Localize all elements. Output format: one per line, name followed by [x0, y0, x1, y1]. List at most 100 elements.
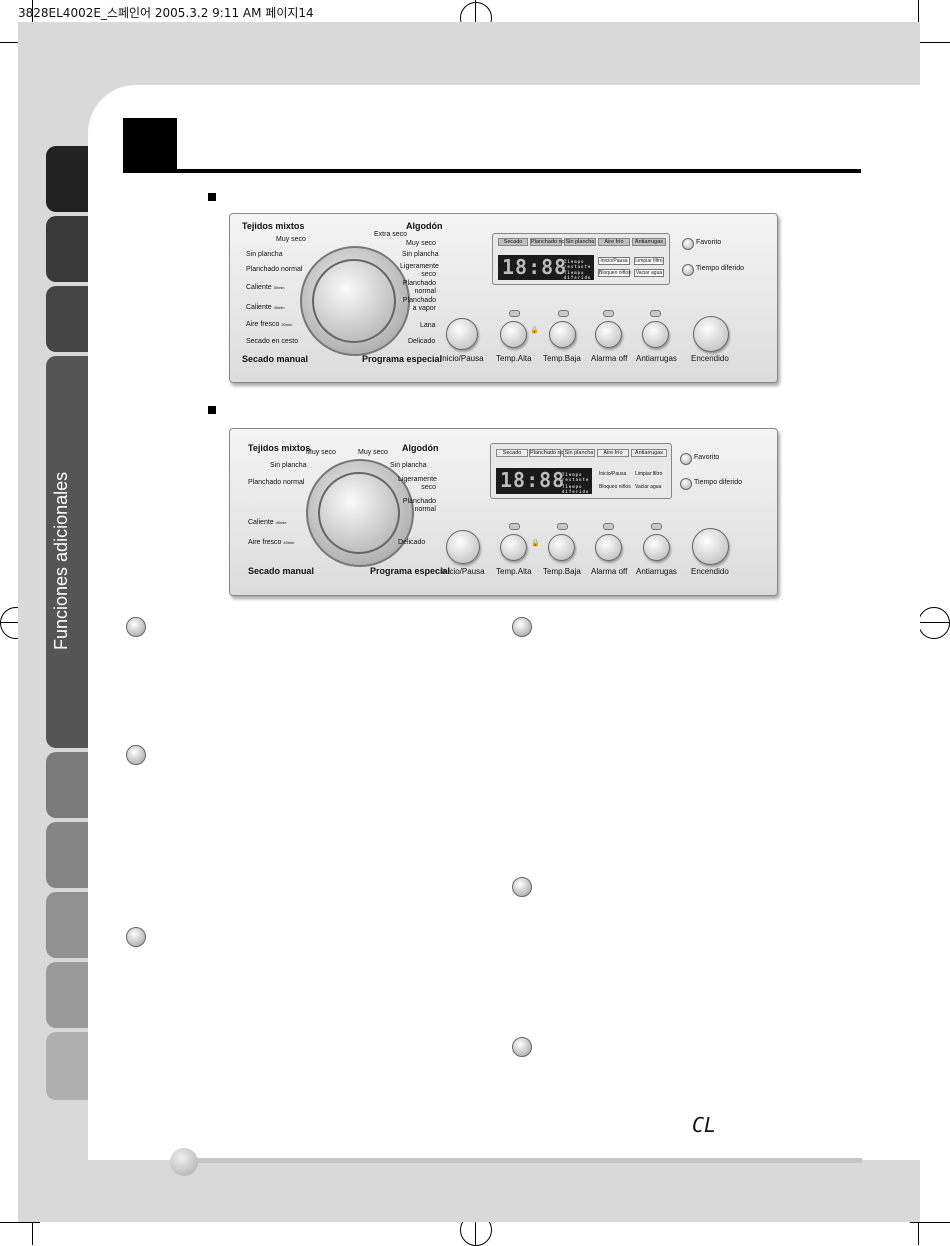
favorito-button[interactable]: [680, 453, 692, 465]
indicator-label: Limpiar filtro: [635, 471, 663, 477]
program-label: Aire fresco 30min: [246, 321, 293, 328]
crop-mark: [918, 0, 919, 40]
program-label: Muy seco: [306, 449, 336, 456]
power-button[interactable]: [693, 316, 729, 352]
chapter-tab-8[interactable]: [46, 962, 88, 1028]
chapter-tab-3[interactable]: [46, 286, 88, 352]
button-label: Temp.Baja: [543, 567, 581, 576]
led-indicator: [509, 523, 520, 530]
program-dial-knob[interactable]: [312, 259, 396, 343]
tiempo-diferido-button[interactable]: [682, 264, 694, 276]
chapter-tab-5[interactable]: [46, 752, 88, 818]
temp-high-button[interactable]: [500, 534, 527, 561]
button-label: Antiarrugas: [636, 567, 677, 576]
lock-icon: 🔒: [531, 540, 540, 547]
registration-mark: [918, 607, 950, 639]
led-indicator: [651, 523, 662, 530]
step-bullet: [126, 745, 146, 765]
group-label: Programa especial: [362, 354, 443, 364]
button-label: Encendido: [691, 354, 729, 363]
bullet-square: [208, 406, 216, 414]
registration-mark: [0, 622, 30, 623]
program-label: Caliente 40min: [246, 304, 285, 311]
program-label: Aire fresco 40min: [248, 539, 295, 546]
lcd-sub-label: Tiempo diferido: [564, 270, 592, 280]
chapter-tab-7[interactable]: [46, 892, 88, 958]
chapter-marker: [123, 118, 177, 170]
lcd-sub-label: Tiempo restante: [564, 259, 592, 269]
page-top-band: [18, 22, 920, 86]
favorito-label: Favorito: [694, 454, 720, 461]
group-label: Tejidos mixtos: [242, 221, 305, 231]
program-label: Planchado normal: [402, 498, 436, 513]
indicator-tab: Planchado normal: [529, 449, 575, 457]
footer-rule: [190, 1158, 862, 1163]
registration-mark: [918, 622, 950, 623]
lcd-sub-label: Tiempo restante: [562, 472, 590, 482]
indicator-label: Inicio/Pausa: [599, 471, 627, 477]
step-bullet: [126, 927, 146, 947]
start-pause-button[interactable]: [446, 318, 478, 350]
led-indicator: [509, 310, 520, 317]
anti-wrinkle-button[interactable]: [643, 534, 670, 561]
indicator-box: Vaciar agua: [634, 269, 664, 277]
anti-wrinkle-button[interactable]: [642, 321, 669, 348]
temp-low-button[interactable]: [548, 534, 575, 561]
alarm-off-button[interactable]: [595, 534, 622, 561]
lcd-sub-label: Tiempo diferido: [562, 484, 590, 494]
tiempo-diferido-label: Tiempo diferido: [694, 479, 742, 486]
button-label: Encendido: [691, 567, 729, 576]
indicator-tab: Planchado normal: [530, 238, 576, 246]
tiempo-diferido-label: Tiempo diferido: [696, 265, 744, 272]
led-indicator: [603, 523, 614, 530]
indicator-box: Inicio/Pausa: [598, 257, 630, 265]
favorito-button[interactable]: [682, 238, 694, 250]
program-label: Sin plancha: [270, 462, 307, 469]
bullet-square: [208, 193, 216, 201]
program-label: Muy seco: [358, 449, 388, 456]
button-label: Inicio/Pausa: [441, 567, 485, 576]
chapter-tab-9[interactable]: [46, 1032, 88, 1100]
indicator-tab: Secado: [498, 238, 528, 246]
indicator-tab: Antiarrugas: [632, 238, 666, 246]
led-indicator: [557, 523, 568, 530]
favorito-label: Favorito: [696, 239, 722, 246]
group-label: Algodón: [402, 443, 439, 453]
indicator-tab: Aire frío: [597, 449, 629, 457]
button-label: Temp.Alta: [496, 567, 532, 576]
group-label: Secado manual: [242, 354, 309, 364]
registration-mark: [475, 1212, 476, 1245]
button-label: Alarma off: [591, 567, 628, 576]
indicator-tab: Sin plancha: [564, 238, 596, 246]
program-label: Delicado: [408, 338, 436, 345]
lcd-digits: 18:88: [502, 255, 568, 279]
step-bullet: [512, 877, 532, 897]
lcd-digits: 18:88: [500, 468, 566, 492]
registration-mark: [475, 0, 476, 36]
lock-icon: 🔒: [530, 327, 539, 334]
indicator-box: Limpiar filtro: [634, 257, 664, 265]
program-label: Sin plancha: [390, 462, 427, 469]
chapter-tab-2[interactable]: [46, 216, 88, 282]
program-label: Extra seco: [374, 231, 408, 238]
chapter-tab-active[interactable]: [46, 356, 88, 748]
program-label: Planchado a vapor: [402, 297, 436, 312]
program-dial-knob[interactable]: [318, 472, 400, 554]
alarm-off-button[interactable]: [595, 321, 622, 348]
indicator-box: Bloqueo niños: [598, 269, 631, 277]
temp-high-button[interactable]: [500, 321, 527, 348]
crop-mark: [918, 1212, 919, 1245]
indicator-label: Vaciar agua: [635, 484, 662, 490]
power-button[interactable]: [692, 528, 729, 565]
temp-low-button[interactable]: [549, 321, 576, 348]
chapter-tab-1[interactable]: [46, 146, 88, 212]
chapter-tab-6[interactable]: [46, 822, 88, 888]
tiempo-diferido-button[interactable]: [680, 478, 692, 490]
start-pause-button[interactable]: [446, 530, 480, 564]
program-label: Sin plancha: [246, 251, 283, 258]
program-label: Muy seco: [406, 240, 436, 247]
button-label: Temp.Alta: [496, 354, 532, 363]
lcd-display: 18:88 Tiempo restante Tiempo diferido: [496, 468, 592, 494]
indicator-label: Bloqueo niños: [599, 484, 631, 490]
chapter-rule: [123, 169, 861, 173]
